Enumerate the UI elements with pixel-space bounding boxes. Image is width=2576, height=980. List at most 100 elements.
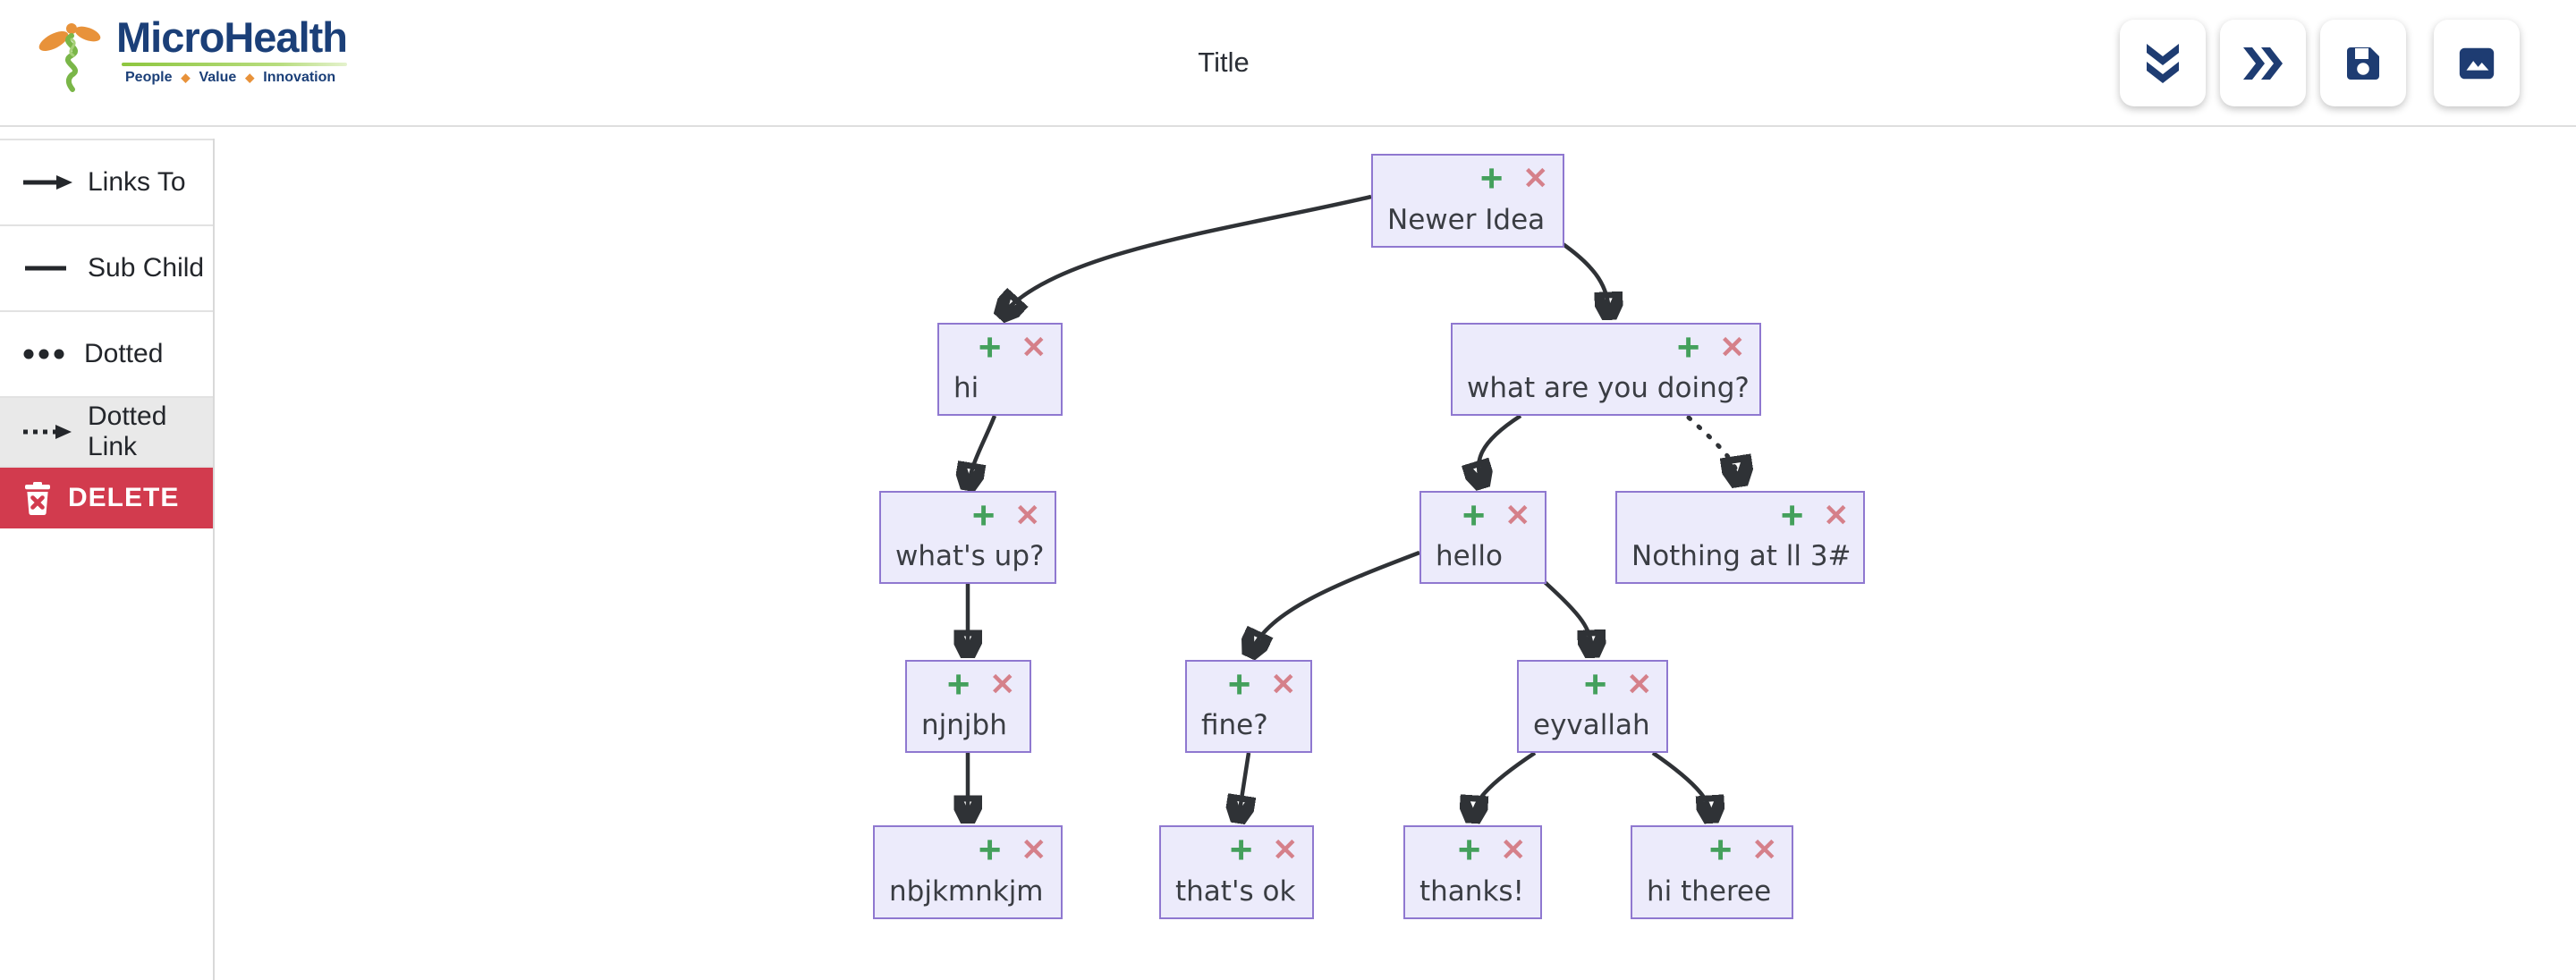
mindmap-node-njnjbh[interactable]: + ✕ njnjbh: [905, 660, 1031, 753]
add-child-icon[interactable]: +: [1457, 828, 1481, 872]
node-label: thanks!: [1419, 875, 1524, 908]
add-child-icon[interactable]: +: [1479, 156, 1504, 200]
mindmap-node-thats-ok[interactable]: + ✕ that's ok: [1159, 825, 1314, 919]
node-label: hello: [1436, 540, 1503, 572]
save-icon: [2347, 46, 2379, 80]
mindmap-node-hi[interactable]: + ✕ hi: [937, 323, 1063, 416]
legend-item-dotted[interactable]: Dotted: [0, 312, 213, 398]
remove-node-icon[interactable]: ✕: [989, 668, 1016, 702]
edge-eyvallah-hi-theree: [1651, 751, 1711, 816]
remove-node-icon[interactable]: ✕: [1626, 668, 1653, 702]
delete-button[interactable]: DELETE: [0, 468, 213, 528]
node-label: what are you doing?: [1467, 372, 1750, 404]
node-controls: + ✕: [1419, 828, 1527, 872]
image-icon: [2459, 47, 2495, 79]
legend-label: Dotted Link: [88, 401, 167, 461]
tagline-word: Value: [199, 70, 237, 85]
export-image-button[interactable]: [2434, 20, 2520, 106]
node-label: njnjbh: [921, 709, 1007, 741]
double-chevron-down-icon: [2147, 43, 2179, 83]
add-child-icon[interactable]: +: [978, 828, 1002, 872]
add-child-icon[interactable]: +: [1708, 828, 1733, 872]
expand-button[interactable]: [2220, 20, 2306, 106]
diamond-separator-icon: ◆: [245, 71, 255, 84]
double-chevron-right-icon: [2243, 46, 2283, 80]
add-child-icon[interactable]: +: [978, 325, 1002, 369]
brand-name: MicroHealth: [116, 13, 348, 61]
remove-node-icon[interactable]: ✕: [1500, 833, 1527, 867]
three-dots-icon: [21, 344, 70, 364]
node-controls: + ✕: [1387, 156, 1549, 200]
add-child-icon[interactable]: +: [1583, 663, 1607, 706]
solid-arrow-icon: [21, 173, 73, 192]
remove-node-icon[interactable]: ✕: [1270, 668, 1297, 702]
trash-delete-icon: [21, 481, 54, 515]
node-label: Newer Idea: [1387, 204, 1546, 236]
legend-label: Sub Child: [88, 253, 205, 283]
add-child-icon[interactable]: +: [1227, 663, 1251, 706]
remove-node-icon[interactable]: ✕: [1823, 499, 1850, 533]
legend-item-links-to[interactable]: Links To: [0, 139, 213, 226]
edge-hello-eyvallah: [1543, 580, 1592, 651]
add-child-icon[interactable]: +: [1780, 494, 1804, 537]
node-label: fine?: [1201, 709, 1268, 741]
legend-item-dotted-link[interactable]: Dotted Link: [0, 398, 213, 468]
node-controls: + ✕: [1201, 663, 1297, 706]
mindmap-node-hi-theree[interactable]: + ✕ hi theree: [1631, 825, 1793, 919]
edge-newer-idea-hi: [1004, 194, 1372, 313]
mindmap-node-what-are-you-doing[interactable]: + ✕ what are you doing?: [1451, 323, 1761, 416]
remove-node-icon[interactable]: ✕: [1751, 833, 1778, 867]
mindmap-node-fine[interactable]: + ✕ fine?: [1185, 660, 1312, 753]
collapse-button[interactable]: [2120, 20, 2206, 106]
edge-hi-whats-up: [969, 415, 997, 484]
legend-item-sub-child[interactable]: Sub Child: [0, 226, 213, 312]
legend-label: Dotted: [84, 339, 164, 368]
tagline-word: People: [125, 70, 173, 85]
mindmap-node-eyvallah[interactable]: + ✕ eyvallah: [1517, 660, 1668, 753]
dotted-arrow-icon: [21, 422, 73, 442]
remove-node-icon[interactable]: ✕: [1719, 331, 1746, 365]
remove-node-icon[interactable]: ✕: [1021, 833, 1047, 867]
remove-node-icon[interactable]: ✕: [1522, 162, 1549, 196]
node-controls: + ✕: [1647, 828, 1778, 872]
node-controls: + ✕: [889, 828, 1047, 872]
legend-sidebar: Links To Sub Child Dotted: [0, 139, 215, 980]
mindmap-node-thanks[interactable]: + ✕ thanks!: [1403, 825, 1542, 919]
node-controls: + ✕: [1467, 325, 1746, 369]
edge-hello-fine: [1251, 550, 1420, 651]
save-button[interactable]: [2320, 20, 2406, 106]
remove-node-icon[interactable]: ✕: [1504, 499, 1531, 533]
add-child-icon[interactable]: +: [1676, 325, 1700, 369]
add-child-icon[interactable]: +: [1229, 828, 1253, 872]
edge-wayd-hello: [1479, 414, 1522, 482]
node-label: what's up?: [895, 540, 1045, 572]
node-controls: + ✕: [1175, 828, 1299, 872]
add-child-icon[interactable]: +: [946, 663, 970, 706]
node-controls: + ✕: [1631, 494, 1850, 537]
node-label: nbjkmnkjm: [889, 875, 1044, 908]
solid-line-icon: [21, 258, 73, 278]
mindmap-node-newer-idea[interactable]: + ✕ Newer Idea: [1371, 154, 1564, 248]
add-child-icon[interactable]: +: [1462, 494, 1486, 537]
remove-node-icon[interactable]: ✕: [1021, 331, 1047, 365]
caduceus-logo-icon: [38, 23, 101, 92]
mindmap-node-nbjkmnkjm[interactable]: + ✕ nbjkmnkjm: [873, 825, 1063, 919]
mindmap-node-nothing-at-ll[interactable]: + ✕ Nothing at ll 3#: [1615, 491, 1865, 584]
diamond-separator-icon: ◆: [181, 71, 191, 84]
delete-label: DELETE: [68, 483, 180, 512]
page-title: Title: [1198, 46, 1250, 78]
edge-eyvallah-thanks: [1473, 751, 1537, 816]
node-label: hi theree: [1647, 875, 1772, 908]
remove-node-icon[interactable]: ✕: [1014, 499, 1041, 533]
node-controls: + ✕: [1533, 663, 1653, 706]
mindmap-node-hello[interactable]: + ✕ hello: [1419, 491, 1546, 584]
tagline-word: Innovation: [263, 70, 336, 85]
edge-newer-idea-wayd: [1560, 241, 1609, 313]
node-controls: + ✕: [895, 494, 1041, 537]
edge-wayd-nothing-dotted: [1686, 415, 1739, 479]
add-child-icon[interactable]: +: [971, 494, 996, 537]
mindmap-node-whats-up[interactable]: + ✕ what's up?: [879, 491, 1056, 584]
node-controls: + ✕: [921, 663, 1016, 706]
remove-node-icon[interactable]: ✕: [1272, 833, 1299, 867]
